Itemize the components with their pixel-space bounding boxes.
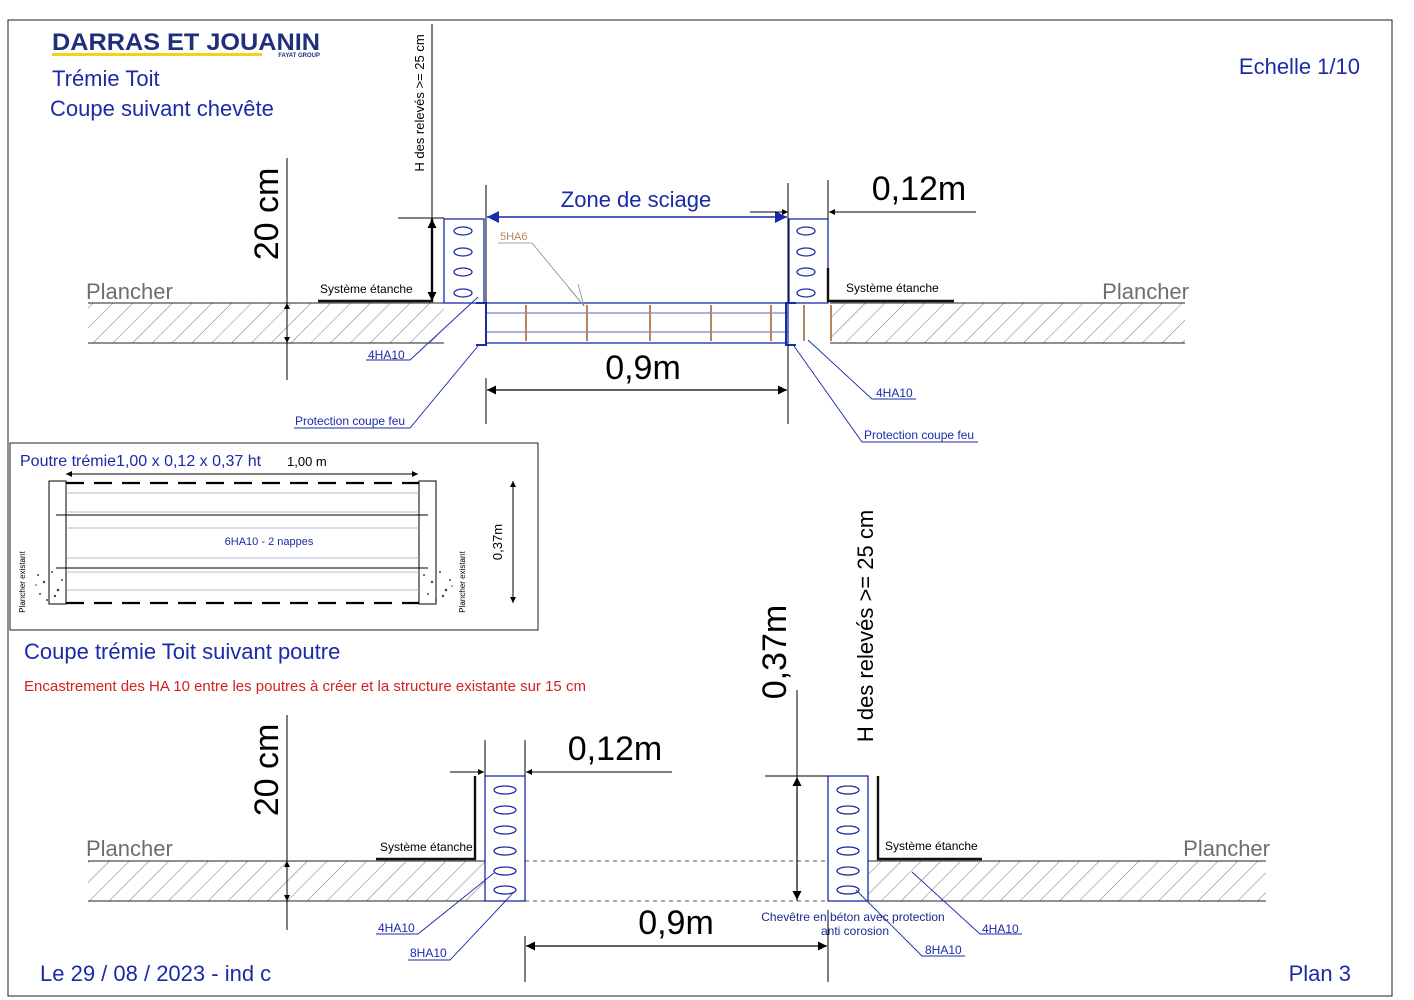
- section-poutre: Plancher Plancher Système étanche Systèm…: [86, 510, 1270, 982]
- leader-4ha10-left: [366, 296, 479, 361]
- title-line1: Trémie Toit: [52, 66, 160, 91]
- beam2-left-rebars: [493, 785, 517, 895]
- upstand-right-rebars: [796, 226, 816, 298]
- existing-left-label: Plancher existant: [18, 551, 27, 613]
- protection-left-label: Protection coupe feu: [295, 414, 405, 428]
- existing-right-label: Plancher existant: [458, 551, 467, 613]
- rebar2-4ha10-right: 4HA10: [982, 922, 1019, 936]
- etanche-right-line: [826, 268, 954, 303]
- footer-date: Le 29 / 08 / 2023 - ind c: [40, 961, 271, 986]
- rebar2-4ha10-left: 4HA10: [378, 921, 415, 935]
- existing-floor-left: [35, 571, 63, 601]
- plancher2-left-label: Plancher: [86, 836, 173, 861]
- poutre-length: 1,00 m: [287, 454, 327, 469]
- dim2-20cm-label: 20 cm: [248, 724, 286, 817]
- dim-09-label: 0,9m: [605, 349, 681, 387]
- rebar-4ha10-right: 4HA10: [876, 386, 913, 400]
- logo-name: DARRAS ET JOUANIN: [52, 29, 320, 56]
- poutre-title: Poutre trémie1,00 x 0,12 x 0,37 ht: [20, 453, 262, 470]
- plancher-right-label: Plancher: [1102, 279, 1189, 304]
- poutre-end-right: [418, 480, 437, 605]
- rebar-4ha10-left: 4HA10: [368, 348, 405, 362]
- upstand-left-rebars: [453, 226, 473, 298]
- section-chevete: Plancher Plancher Système étanche: [86, 24, 1189, 443]
- rebar2-8ha10-left: 8HA10: [410, 946, 447, 960]
- sheet-frame: [7, 19, 1393, 997]
- leader2-8ha10-left: [408, 891, 515, 961]
- plancher-left-label: Plancher: [86, 279, 173, 304]
- slab-hatch-left: [88, 303, 444, 343]
- dim2-012-label: 0,12m: [568, 730, 663, 768]
- dim2-037-label: 0,37m: [756, 605, 794, 700]
- plancher2-right-label: Plancher: [1183, 836, 1270, 861]
- etanche-left-label: Système étanche: [320, 282, 413, 296]
- leader-4ha10-right: [807, 339, 916, 400]
- poutre-rebar-lines: [66, 492, 419, 591]
- protection-right-label: Protection coupe feu: [864, 428, 974, 442]
- section2-title: Coupe trémie Toit suivant poutre: [24, 639, 340, 664]
- leader-protection-right: [793, 345, 978, 443]
- etanche2-right-label: Système étanche: [885, 839, 978, 853]
- leader2-4ha10-right: [911, 871, 1022, 935]
- leader2-4ha10-left: [376, 872, 495, 935]
- slab2-hatch-right: [868, 861, 1266, 901]
- chevetre-beam: [485, 302, 789, 344]
- beam2-left: [484, 775, 526, 902]
- fire-protection-left: [476, 302, 487, 346]
- leader-protection-left: [294, 345, 479, 429]
- logo-group: FAYAT GROUP: [278, 53, 320, 59]
- beam-stirrups-5ha6: [525, 305, 832, 341]
- scale-label: Echelle 1/10: [1239, 54, 1360, 79]
- company-logo: DARRAS ET JOUANIN FAYAT GROUP: [52, 29, 320, 59]
- leader2-8ha10-right: [855, 889, 965, 957]
- chevetre-note-line1: Chevêtre en béton avec protection: [761, 910, 944, 924]
- upstand-left: [443, 218, 485, 304]
- section2-note: Encastrement des HA 10 entre les poutres…: [24, 678, 586, 695]
- upstand-right: [788, 218, 829, 304]
- dim2-09-label: 0,9m: [638, 904, 714, 942]
- fire-protection-right: [785, 302, 796, 346]
- beam2-right: [827, 775, 869, 902]
- etanche2-left-label: Système étanche: [380, 840, 473, 854]
- etanche-right-label: Système étanche: [846, 281, 939, 295]
- rebar-5ha6-label: 5HA6: [500, 231, 528, 243]
- etanche2-right-line: [876, 776, 982, 861]
- zone-label: Zone de sciage: [561, 187, 711, 212]
- footer-plan: Plan 3: [1289, 961, 1351, 986]
- poutre-rebar-label: 6HA10 - 2 nappes: [225, 536, 314, 548]
- title-line2: Coupe suivant chevête: [50, 96, 274, 121]
- dim-012-label: 0,12m: [872, 170, 967, 208]
- releves2-label: H des relevés >= 25 cm: [853, 510, 878, 742]
- slab-hatch-right: [830, 303, 1185, 343]
- etanche2-left-line: [376, 776, 477, 861]
- poutre-detail-box: Poutre trémie1,00 x 0,12 x 0,37 ht 1,00 …: [9, 442, 539, 631]
- rebar-5ha6-leader: [498, 242, 585, 307]
- rebar2-8ha10-right: 8HA10: [925, 943, 962, 957]
- releves-label: H des relevés >= 25 cm: [412, 34, 427, 171]
- poutre-end-left: [48, 480, 67, 605]
- beam2-right-rebars: [836, 785, 860, 895]
- dim-20cm-label: 20 cm: [248, 168, 286, 261]
- chevetre-note-line2: anti corosion: [821, 924, 889, 938]
- existing-floor-right: [423, 571, 453, 601]
- logo-yellow-bar: [52, 53, 262, 56]
- poutre-height-label: 0,37m: [490, 524, 505, 560]
